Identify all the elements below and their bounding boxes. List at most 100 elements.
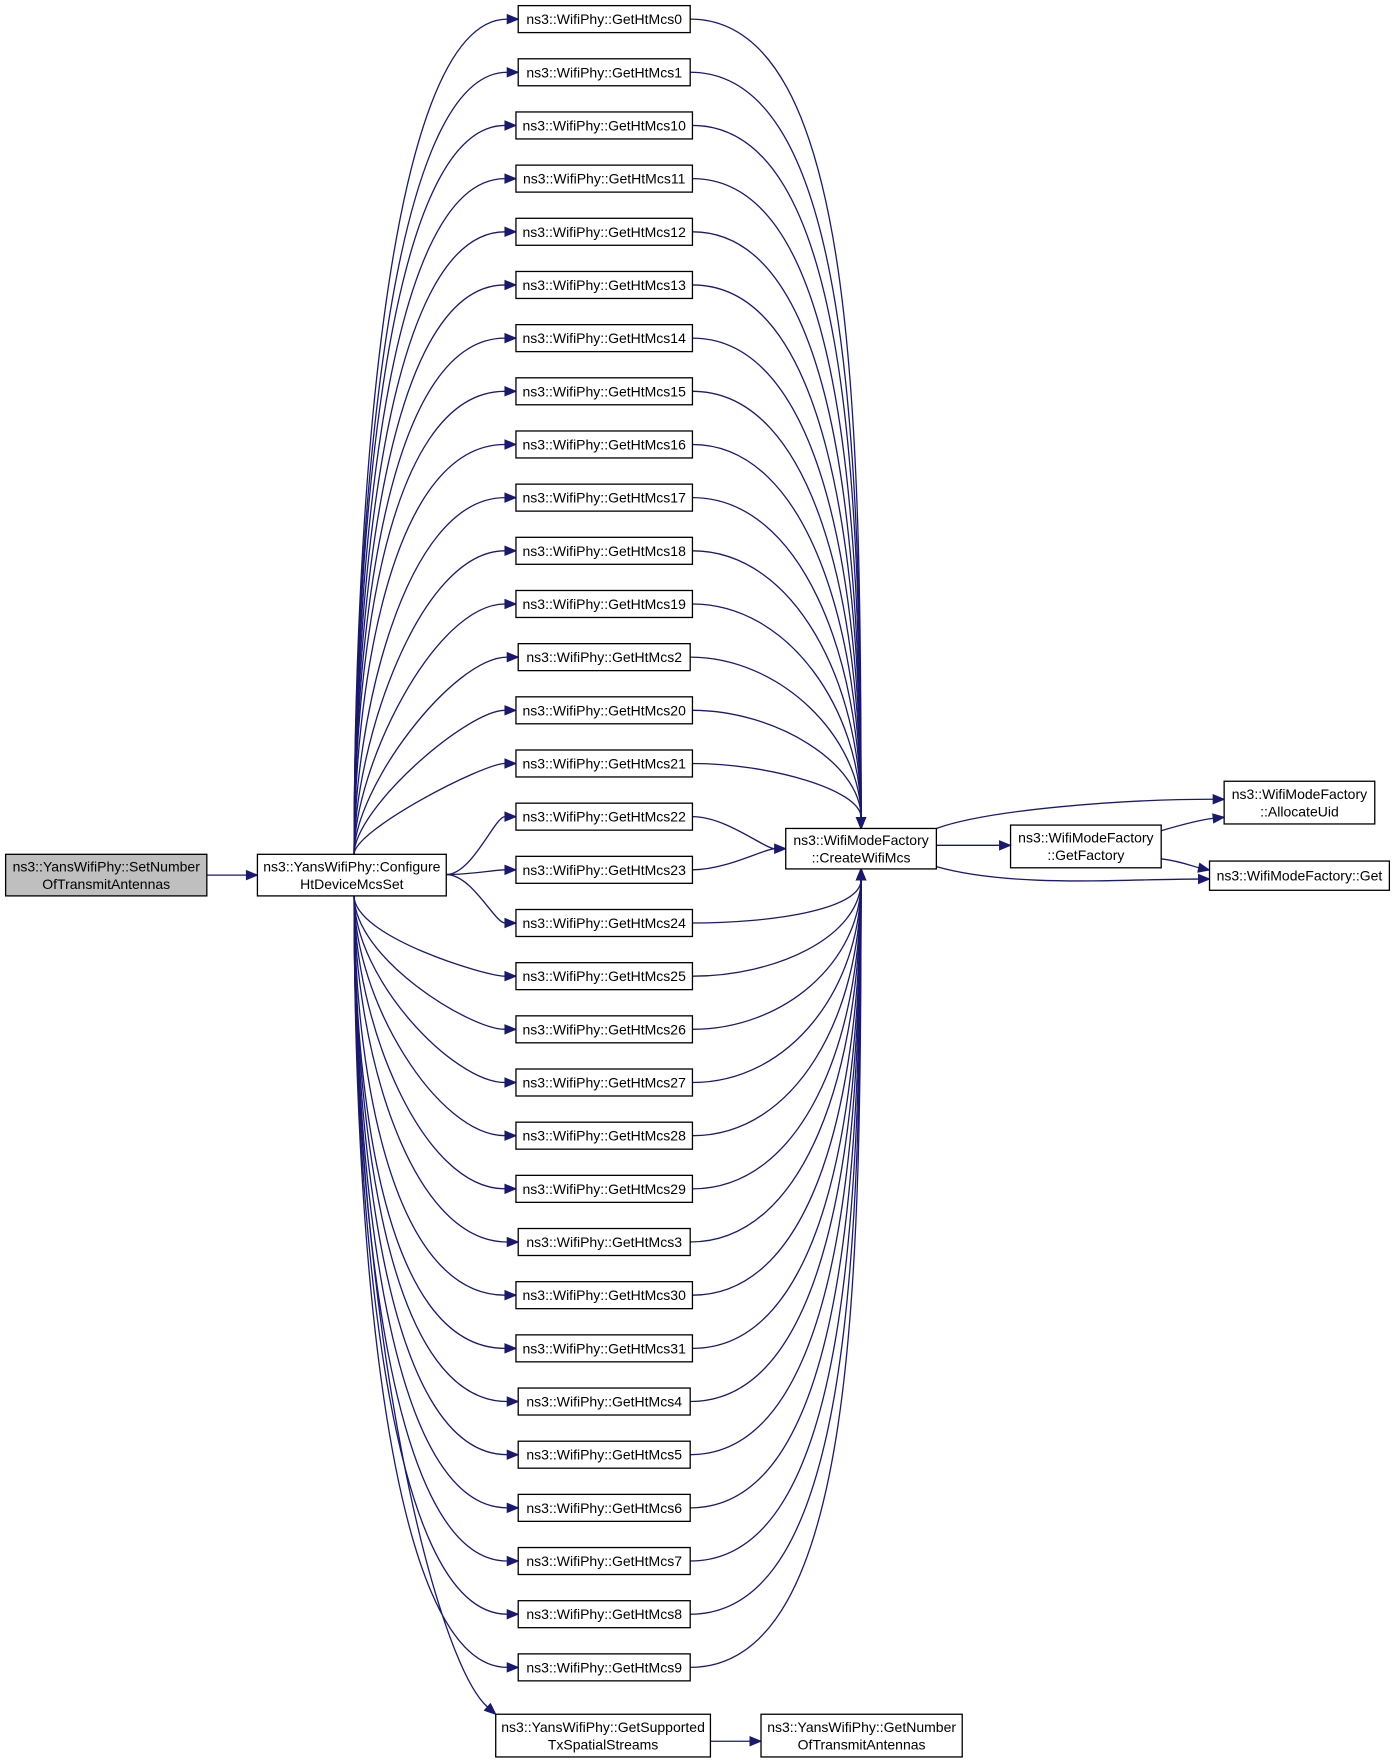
node-box bbox=[517, 1387, 691, 1416]
node-mcs0[interactable]: ns3::WifiPhy::GetHtMcs0 bbox=[517, 4, 691, 34]
node-get_number_tx[interactable]: ns3::YansWifiPhy::GetNumberOfTransmitAnt… bbox=[760, 1713, 963, 1758]
node-mcs4[interactable]: ns3::WifiPhy::GetHtMcs4 bbox=[517, 1387, 691, 1416]
node-set_number_tx[interactable]: ns3::YansWifiPhy::SetNumberOfTransmitAnt… bbox=[4, 853, 208, 897]
node-factory_get[interactable]: ns3::WifiModeFactory::Get bbox=[1208, 860, 1391, 891]
node-mcs21[interactable]: ns3::WifiPhy::GetHtMcs21 bbox=[515, 749, 694, 778]
edge-line bbox=[692, 390, 862, 818]
node-mcs30[interactable]: ns3::WifiPhy::GetHtMcs30 bbox=[515, 1281, 694, 1310]
node-mcs12[interactable]: ns3::WifiPhy::GetHtMcs12 bbox=[515, 217, 694, 246]
node-label-line: ns3::WifiPhy::GetHtMcs7 bbox=[526, 1553, 682, 1569]
node-mcs1[interactable]: ns3::WifiPhy::GetHtMcs1 bbox=[517, 58, 691, 87]
node-mcs3[interactable]: ns3::WifiPhy::GetHtMcs3 bbox=[517, 1227, 691, 1257]
node-mcs2[interactable]: ns3::WifiPhy::GetHtMcs2 bbox=[517, 643, 691, 672]
arrowhead bbox=[1197, 862, 1211, 873]
edge-line bbox=[353, 656, 508, 855]
node-mcs25[interactable]: ns3::WifiPhy::GetHtMcs25 bbox=[515, 962, 694, 991]
arrowhead bbox=[504, 120, 518, 131]
node-box bbox=[760, 1713, 963, 1758]
edge-line bbox=[692, 879, 862, 1190]
node-label-line: ns3::WifiModeFactory bbox=[1018, 830, 1153, 846]
node-box bbox=[517, 643, 691, 672]
node-mcs22[interactable]: ns3::WifiPhy::GetHtMcs22 bbox=[515, 802, 694, 831]
node-mcs18[interactable]: ns3::WifiPhy::GetHtMcs18 bbox=[515, 536, 694, 565]
edge-line bbox=[692, 603, 862, 818]
edge-line bbox=[353, 895, 505, 1084]
node-allocate_uid[interactable]: ns3::WifiModeFactory::AllocateUid bbox=[1223, 780, 1376, 825]
node-get_factory[interactable]: ns3::WifiModeFactory::GetFactory bbox=[1009, 824, 1162, 869]
node-box bbox=[515, 1174, 694, 1203]
edge-mcs30-to-create_mcs bbox=[692, 867, 867, 1296]
edge-line bbox=[446, 869, 505, 876]
edge-mcs20-to-create_mcs bbox=[692, 709, 867, 830]
node-get_supported[interactable]: ns3::YansWifiPhy::GetSupportedTxSpatialS… bbox=[495, 1713, 712, 1758]
node-mcs5[interactable]: ns3::WifiPhy::GetHtMcs5 bbox=[517, 1440, 691, 1469]
edge-mcs14-to-create_mcs bbox=[692, 337, 867, 830]
node-mcs9[interactable]: ns3::WifiPhy::GetHtMcs9 bbox=[517, 1653, 691, 1682]
node-configure_ht[interactable]: ns3::YansWifiPhy::ConfigureHtDeviceMcsSe… bbox=[256, 853, 447, 897]
node-mcs11[interactable]: ns3::WifiPhy::GetHtMcs11 bbox=[515, 164, 694, 193]
node-mcs8[interactable]: ns3::WifiPhy::GetHtMcs8 bbox=[517, 1600, 691, 1629]
arrowhead bbox=[504, 864, 518, 876]
node-box bbox=[517, 1493, 691, 1522]
edge-line bbox=[446, 873, 506, 924]
node-mcs26[interactable]: ns3::WifiPhy::GetHtMcs26 bbox=[515, 1015, 694, 1044]
edge-get_factory-to-factory_get bbox=[1161, 858, 1211, 873]
edge-configure_ht-to-mcs2 bbox=[353, 651, 520, 855]
node-mcs7[interactable]: ns3::WifiPhy::GetHtMcs7 bbox=[517, 1546, 691, 1576]
node-mcs10[interactable]: ns3::WifiPhy::GetHtMcs10 bbox=[515, 111, 694, 140]
node-mcs20[interactable]: ns3::WifiPhy::GetHtMcs20 bbox=[515, 696, 694, 725]
edge-line bbox=[692, 124, 862, 818]
node-mcs19[interactable]: ns3::WifiPhy::GetHtMcs19 bbox=[515, 589, 694, 619]
edge-mcs18-to-create_mcs bbox=[692, 550, 867, 830]
node-box bbox=[256, 853, 447, 897]
node-box bbox=[515, 1121, 694, 1150]
edge-configure_ht-to-mcs17 bbox=[353, 492, 518, 855]
edge-line bbox=[353, 603, 505, 855]
edge-mcs4-to-create_mcs bbox=[690, 867, 867, 1403]
arrowhead bbox=[504, 1130, 518, 1141]
node-box bbox=[1208, 860, 1391, 891]
node-box bbox=[515, 377, 694, 406]
node-mcs28[interactable]: ns3::WifiPhy::GetHtMcs28 bbox=[515, 1121, 694, 1150]
node-label-line: ns3::WifiPhy::GetHtMcs20 bbox=[523, 702, 687, 718]
node-label-line: ns3::WifiPhy::GetHtMcs10 bbox=[523, 117, 687, 133]
edge-line bbox=[1161, 817, 1214, 832]
node-mcs23[interactable]: ns3::WifiPhy::GetHtMcs23 bbox=[515, 855, 694, 884]
edge-line bbox=[353, 895, 508, 1243]
edge-mcs9-to-create_mcs bbox=[690, 867, 867, 1669]
node-box bbox=[515, 962, 694, 991]
arrowhead bbox=[506, 67, 520, 78]
edge-line bbox=[353, 895, 508, 1509]
edge-line bbox=[690, 879, 862, 1243]
node-box bbox=[515, 696, 694, 725]
edge-configure_ht-to-mcs31 bbox=[353, 895, 518, 1354]
node-mcs24[interactable]: ns3::WifiPhy::GetHtMcs24 bbox=[515, 908, 694, 938]
node-box bbox=[515, 589, 694, 619]
arrowhead bbox=[504, 758, 518, 769]
node-create_mcs[interactable]: ns3::WifiModeFactory::CreateWifiMcs bbox=[785, 827, 938, 870]
node-label-line: ::GetFactory bbox=[1047, 847, 1124, 863]
node-label-line: ns3::WifiPhy::GetHtMcs6 bbox=[526, 1500, 682, 1516]
arrowhead bbox=[1212, 813, 1226, 824]
node-mcs17[interactable]: ns3::WifiPhy::GetHtMcs17 bbox=[515, 483, 694, 512]
node-mcs6[interactable]: ns3::WifiPhy::GetHtMcs6 bbox=[517, 1493, 691, 1522]
node-mcs27[interactable]: ns3::WifiPhy::GetHtMcs27 bbox=[515, 1068, 694, 1097]
node-label-line: HtDeviceMcsSet bbox=[300, 876, 404, 892]
node-mcs15[interactable]: ns3::WifiPhy::GetHtMcs15 bbox=[515, 377, 694, 406]
node-mcs16[interactable]: ns3::WifiPhy::GetHtMcs16 bbox=[515, 430, 694, 459]
edge-line bbox=[692, 816, 775, 850]
edge-create_mcs-to-allocate_uid bbox=[936, 793, 1226, 830]
node-label-line: ns3::YansWifiPhy::GetNumber bbox=[767, 1719, 956, 1735]
edge-line bbox=[446, 816, 506, 876]
arrowhead bbox=[504, 226, 518, 238]
node-mcs29[interactable]: ns3::WifiPhy::GetHtMcs29 bbox=[515, 1174, 694, 1203]
arrowhead bbox=[506, 1555, 520, 1567]
edge-line bbox=[692, 879, 862, 1137]
node-mcs13[interactable]: ns3::WifiPhy::GetHtMcs13 bbox=[515, 270, 694, 300]
edge-configure_ht-to-mcs24 bbox=[446, 873, 518, 929]
node-mcs14[interactable]: ns3::WifiPhy::GetHtMcs14 bbox=[515, 323, 694, 353]
node-label-line: ns3::WifiPhy::GetHtMcs14 bbox=[523, 330, 687, 346]
arrowhead bbox=[1198, 873, 1211, 885]
node-mcs31[interactable]: ns3::WifiPhy::GetHtMcs31 bbox=[515, 1334, 694, 1363]
